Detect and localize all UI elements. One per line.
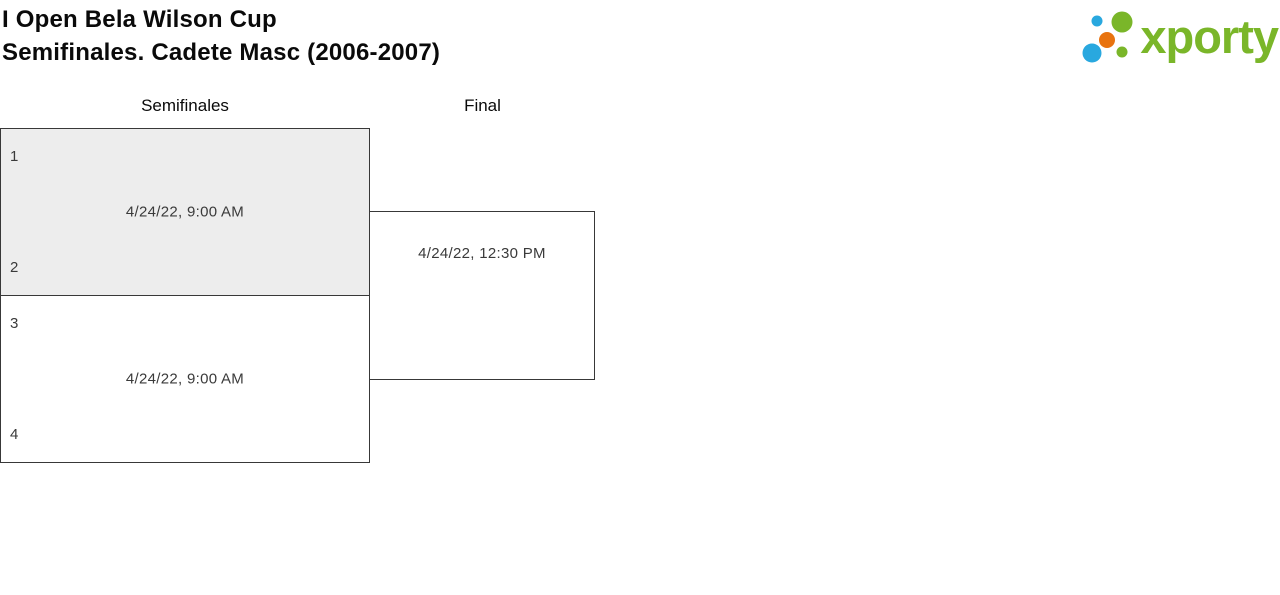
match-datetime: 4/24/22, 9:00 AM [125, 203, 245, 221]
xporty-logo-text: xporty [1140, 10, 1279, 63]
page-title: I Open Bela Wilson Cup Semifinales. Cade… [2, 3, 440, 69]
seed-label-3: 3 [10, 315, 19, 332]
bracket-subtitle: Semifinales. Cadete Masc (2006-2007) [2, 39, 441, 66]
match-final[interactable]: 4/24/22, 12:30 PM [369, 211, 595, 380]
logo-dot-large-green [1111, 11, 1133, 33]
logo-dot-small-green [1116, 46, 1128, 58]
seed-label-4: 4 [10, 426, 19, 443]
tournament-name: I Open Bela Wilson Cup [2, 6, 277, 33]
match-semifinal-2[interactable]: 3 4/24/22, 9:00 AM 4 [0, 295, 370, 463]
round-header-semifinales: Semifinales [141, 96, 229, 115]
seed-label-2: 2 [10, 259, 19, 276]
seed-label-1: 1 [10, 148, 19, 165]
logo-dot-small-blue [1091, 15, 1103, 27]
match-datetime: 4/24/22, 9:00 AM [125, 370, 245, 388]
match-datetime: 4/24/22, 12:30 PM [418, 245, 546, 262]
logo-dot-large-blue [1082, 43, 1102, 63]
match-semifinal-1[interactable]: 1 4/24/22, 9:00 AM 2 [0, 128, 370, 296]
xporty-logo[interactable]: xporty [1080, 5, 1279, 69]
logo-dot-orange [1099, 32, 1116, 48]
round-header-final: Final [464, 96, 501, 115]
xporty-logo-mark [1082, 11, 1133, 63]
